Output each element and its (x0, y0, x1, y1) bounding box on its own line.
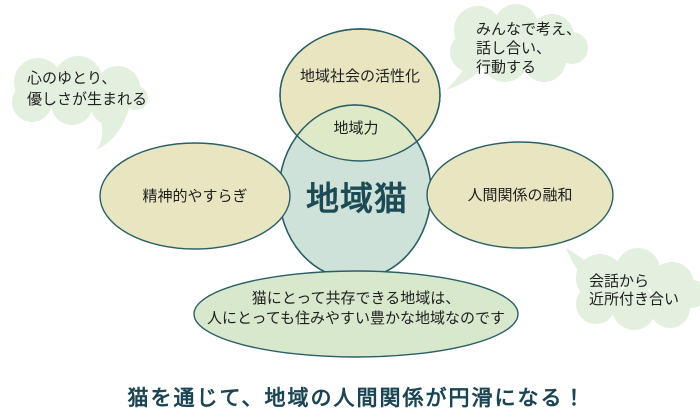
bottom-ellipse (193, 270, 519, 358)
cloud-line: 心のゆとり、 (27, 69, 117, 87)
label-bottom-line-1: 猫にとって共存できる地域は、 (251, 289, 461, 307)
left-ellipse (99, 142, 291, 250)
cloud-top-right-text: みんなで考え、 話し合い、 行動する (476, 20, 581, 77)
cloud-line: 行動する (476, 58, 537, 76)
cloud-top-left (12, 56, 148, 150)
cloud-bottom-right-text: 会話から 近所付き合い (589, 272, 679, 308)
label-top-node: 地域社会の活性化 (299, 67, 421, 85)
cloud-line: みんなで考え、 (476, 20, 582, 38)
headline: 猫を通じて、地域の人間関係が円滑になる！ (127, 386, 587, 410)
label-right-node: 人間関係の融和 (467, 186, 573, 204)
lens-overlap (280, 105, 431, 161)
cloud-line: 優しさが生まれる (27, 90, 148, 108)
label-center-node: 地域猫 (306, 179, 408, 218)
label-lens: 地域力 (333, 119, 379, 137)
cloud-top-left-text: 心のゆとり、 優しさが生まれる (27, 68, 147, 110)
cloud-tail (446, 64, 482, 90)
right-ellipse (426, 141, 614, 249)
cloud-top-right (446, 4, 588, 90)
cloud-line: 話し合い、 (476, 39, 552, 57)
label-bottom-line-2: 人にとっても住みやすい豊かな地域なのです (206, 309, 506, 327)
label-left-node: 精神的やすらぎ (142, 187, 248, 205)
cloud-tail (566, 248, 592, 278)
cloud-tail (96, 112, 128, 150)
cloud-bottom-right (566, 248, 700, 330)
top-ellipse-outline (279, 28, 441, 162)
cloud-line: 会話から (589, 272, 650, 290)
label-bottom-node: 猫にとって共存できる地域は、 人にとっても住みやすい豊かな地域なのです (207, 288, 505, 328)
cloud-line: 近所付き合い (589, 290, 680, 308)
